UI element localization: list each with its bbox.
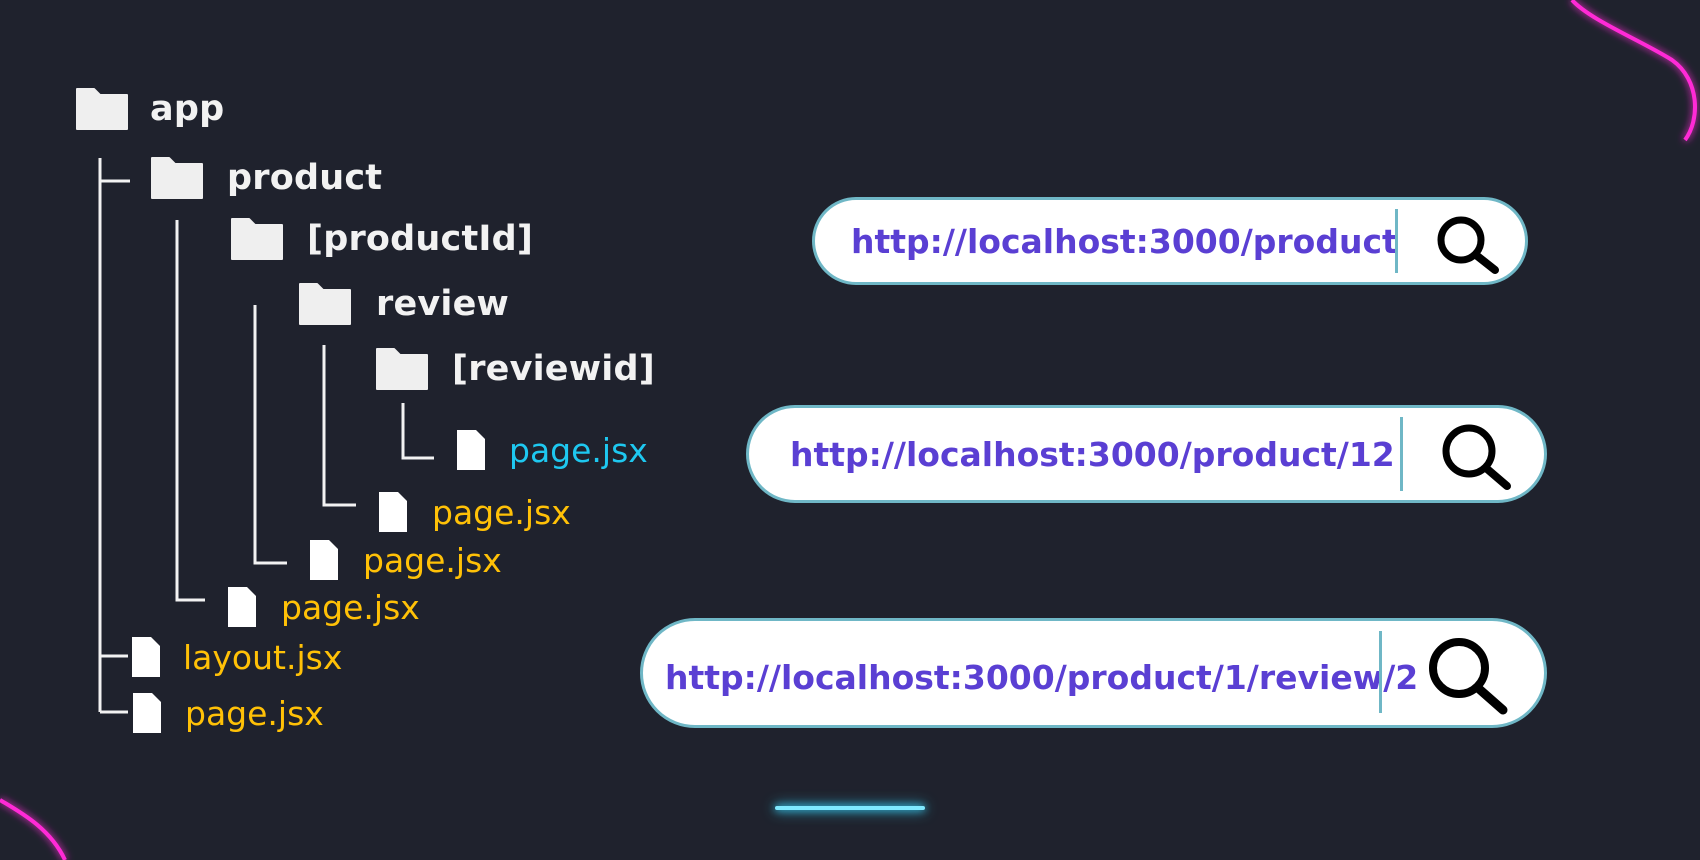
tree-connectors [98, 158, 434, 714]
tree-node-app[interactable]: app [74, 86, 224, 132]
tree-node-productId-page[interactable]: page.jsx [309, 539, 502, 581]
tree-node-label: [reviewid] [452, 349, 655, 389]
tree-node-productId[interactable]: [productId] [229, 216, 533, 262]
tree-node-product[interactable]: product [149, 155, 382, 201]
tree-node-label: page.jsx [363, 540, 502, 580]
url-text[interactable]: http://localhost:3000/product [851, 222, 1398, 261]
url-text[interactable]: http://localhost:3000/product/12 [790, 435, 1395, 474]
tree-node-layout[interactable]: layout.jsx [131, 636, 342, 678]
tree-node-label: review [376, 284, 510, 324]
file-icon [457, 430, 485, 470]
url-divider [1400, 417, 1403, 491]
neon-curve-bottom-left [0, 798, 67, 860]
search-icon[interactable] [1437, 421, 1517, 493]
folder-icon [76, 88, 128, 130]
folder-icon [299, 283, 351, 325]
tree-node-label: product [227, 158, 383, 198]
tree-node-label: app [150, 89, 225, 129]
tree-node-reviewid[interactable]: [reviewid] [374, 346, 655, 392]
tree-node-reviewid-page[interactable]: page.jsx [456, 429, 648, 471]
folder-icon [376, 348, 428, 390]
file-icon [228, 587, 256, 627]
url-text[interactable]: http://localhost:3000/product/1/review/2 [665, 658, 1419, 697]
url-bar-product-id[interactable]: http://localhost:3000/product/12 [746, 405, 1547, 503]
connector-product [175, 220, 205, 602]
url-bar-product[interactable]: http://localhost:3000/product [812, 197, 1528, 285]
file-icon [310, 540, 338, 580]
tree-node-label: layout.jsx [183, 637, 343, 677]
search-icon[interactable] [1423, 634, 1513, 718]
tree-node-review-page[interactable]: page.jsx [378, 491, 571, 533]
file-icon [133, 693, 161, 733]
tree-node-label: page.jsx [509, 430, 648, 470]
tree-node-label: page.jsx [281, 587, 420, 627]
connector-review [322, 345, 356, 507]
tree-node-label: page.jsx [432, 492, 571, 532]
tree-node-product-page[interactable]: page.jsx [227, 586, 420, 628]
connector-productId [253, 305, 287, 565]
url-bar-review-id[interactable]: http://localhost:3000/product/1/review/2 [640, 618, 1547, 728]
file-icon [379, 492, 407, 532]
tree-node-review[interactable]: review [297, 281, 509, 327]
url-divider [1395, 209, 1398, 273]
url-divider [1379, 631, 1382, 713]
tree-node-label: page.jsx [185, 693, 324, 733]
file-icon [132, 637, 160, 677]
tree-node-root-page[interactable]: page.jsx [132, 692, 324, 734]
connector-reviewid [401, 403, 434, 460]
tree-node-label: [productId] [307, 219, 534, 259]
search-icon[interactable] [1433, 213, 1505, 275]
folder-icon [231, 218, 283, 260]
glow-underline [775, 806, 925, 810]
neon-curve-top-right [1570, 0, 1697, 142]
folder-icon [151, 157, 203, 199]
